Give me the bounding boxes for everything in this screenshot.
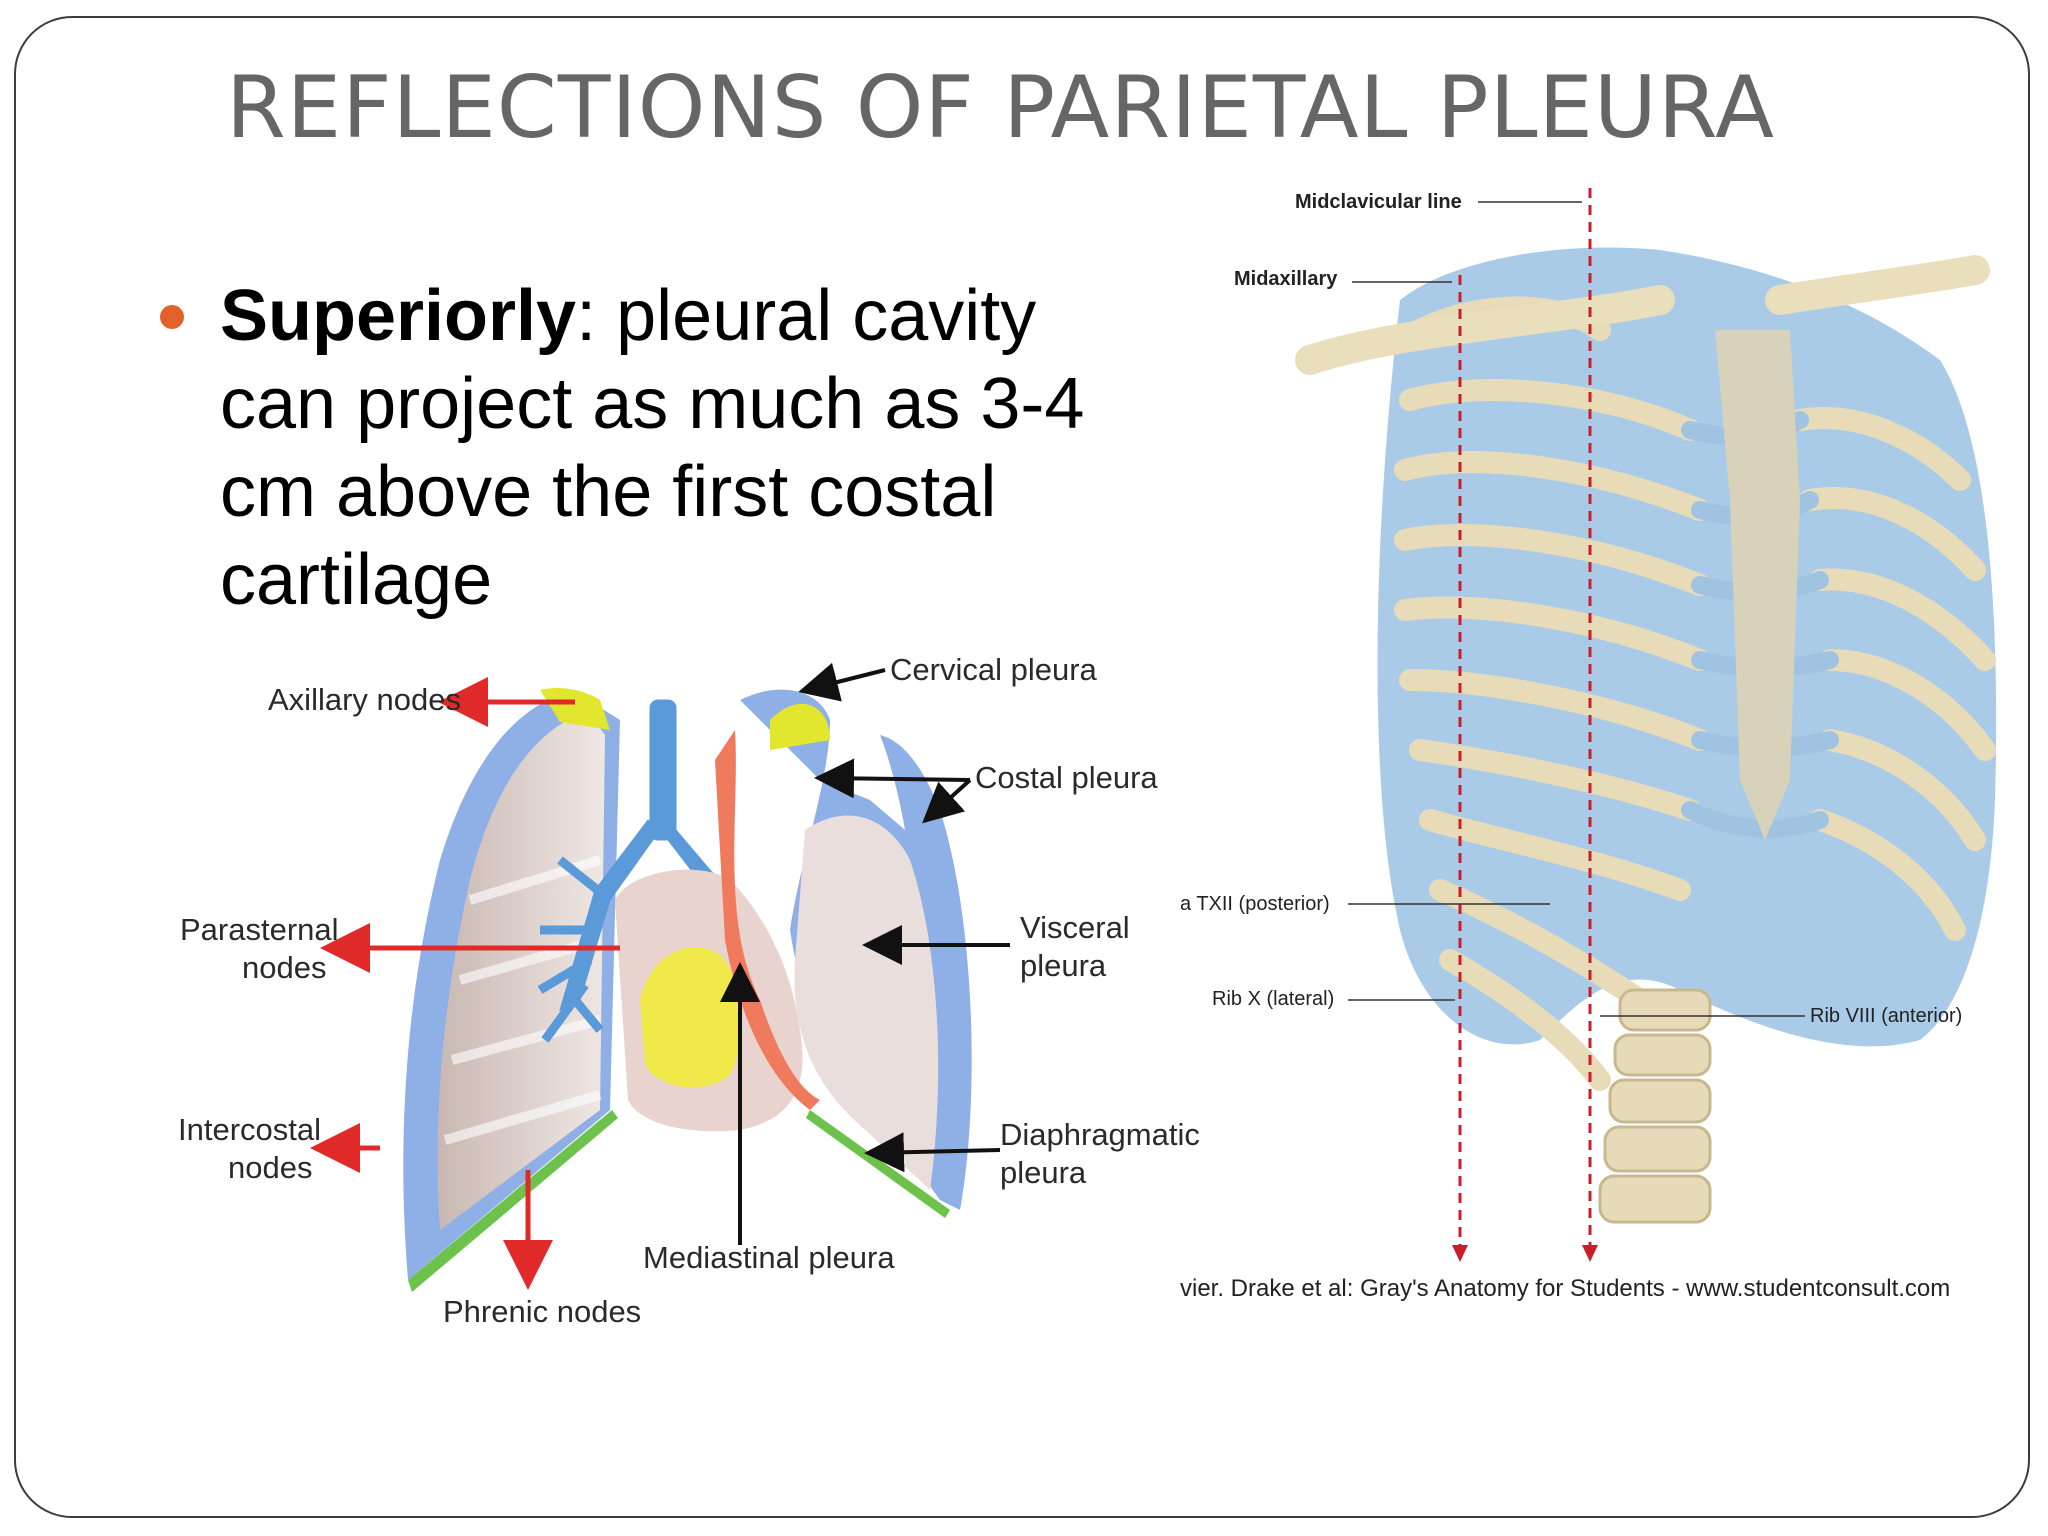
label-intercostal-nodes-2: nodes [228, 1150, 312, 1185]
vertebral-column [1598, 988, 1712, 1224]
label-visceral-pleura-2: pleura [1020, 948, 1107, 983]
label-costal-pleura: Costal pleura [975, 760, 1158, 795]
leader-lines [1348, 201, 1805, 1017]
bullet-bold: Superiorly [220, 276, 577, 356]
sternum [1715, 330, 1800, 840]
slide-title: REFLECTIONS OF PARIETAL PLEURA [226, 58, 1775, 158]
label-mediastinal-pleura: Mediastinal pleura [643, 1240, 895, 1275]
bullet-body: : pleural cavity can project as much as … [220, 276, 1085, 620]
right-lung [403, 688, 620, 1292]
bullet-text: Superiorly: pleural cavity can project a… [220, 272, 1100, 624]
label-diaphragmatic-pleura-2: pleura [1000, 1155, 1087, 1190]
lymph-drainage-arrows [310, 677, 620, 1290]
label-parasternal-nodes-1: Parasternal [180, 912, 339, 947]
label-intercostal-nodes-1: Intercostal [178, 1112, 321, 1147]
label-parasternal-nodes-2: nodes [242, 950, 326, 985]
label-visceral-pleura-1: Visceral [1020, 910, 1130, 945]
label-diaphragmatic-pleura-1: Diaphragmatic [1000, 1117, 1200, 1152]
label-phrenic-nodes: Phrenic nodes [443, 1294, 641, 1329]
label-midclavicular-line: Midclavicular line [1295, 191, 1462, 213]
image-credit: vier. Drake et al: Gray's Anatomy for St… [1180, 1275, 1950, 1302]
clavicles [1295, 255, 1990, 375]
heart [615, 869, 803, 1132]
label-cervical-pleura: Cervical pleura [890, 652, 1098, 687]
label-axillary-nodes: Axillary nodes [268, 682, 461, 717]
bullet-dot [160, 305, 184, 329]
reference-lines [1458, 188, 1592, 1255]
label-rib-viii-anterior: Rib VIII (anterior) [1810, 1005, 1962, 1027]
reference-arrowheads [1452, 1245, 1598, 1262]
label-rib-x-lateral: Rib X (lateral) [1212, 988, 1334, 1010]
left-lung [715, 689, 972, 1218]
label-midaxillary: Midaxillary [1234, 268, 1338, 290]
label-txii-posterior: a TXII (posterior) [1180, 893, 1330, 915]
pleura-pointer-arrows [720, 662, 1010, 1245]
